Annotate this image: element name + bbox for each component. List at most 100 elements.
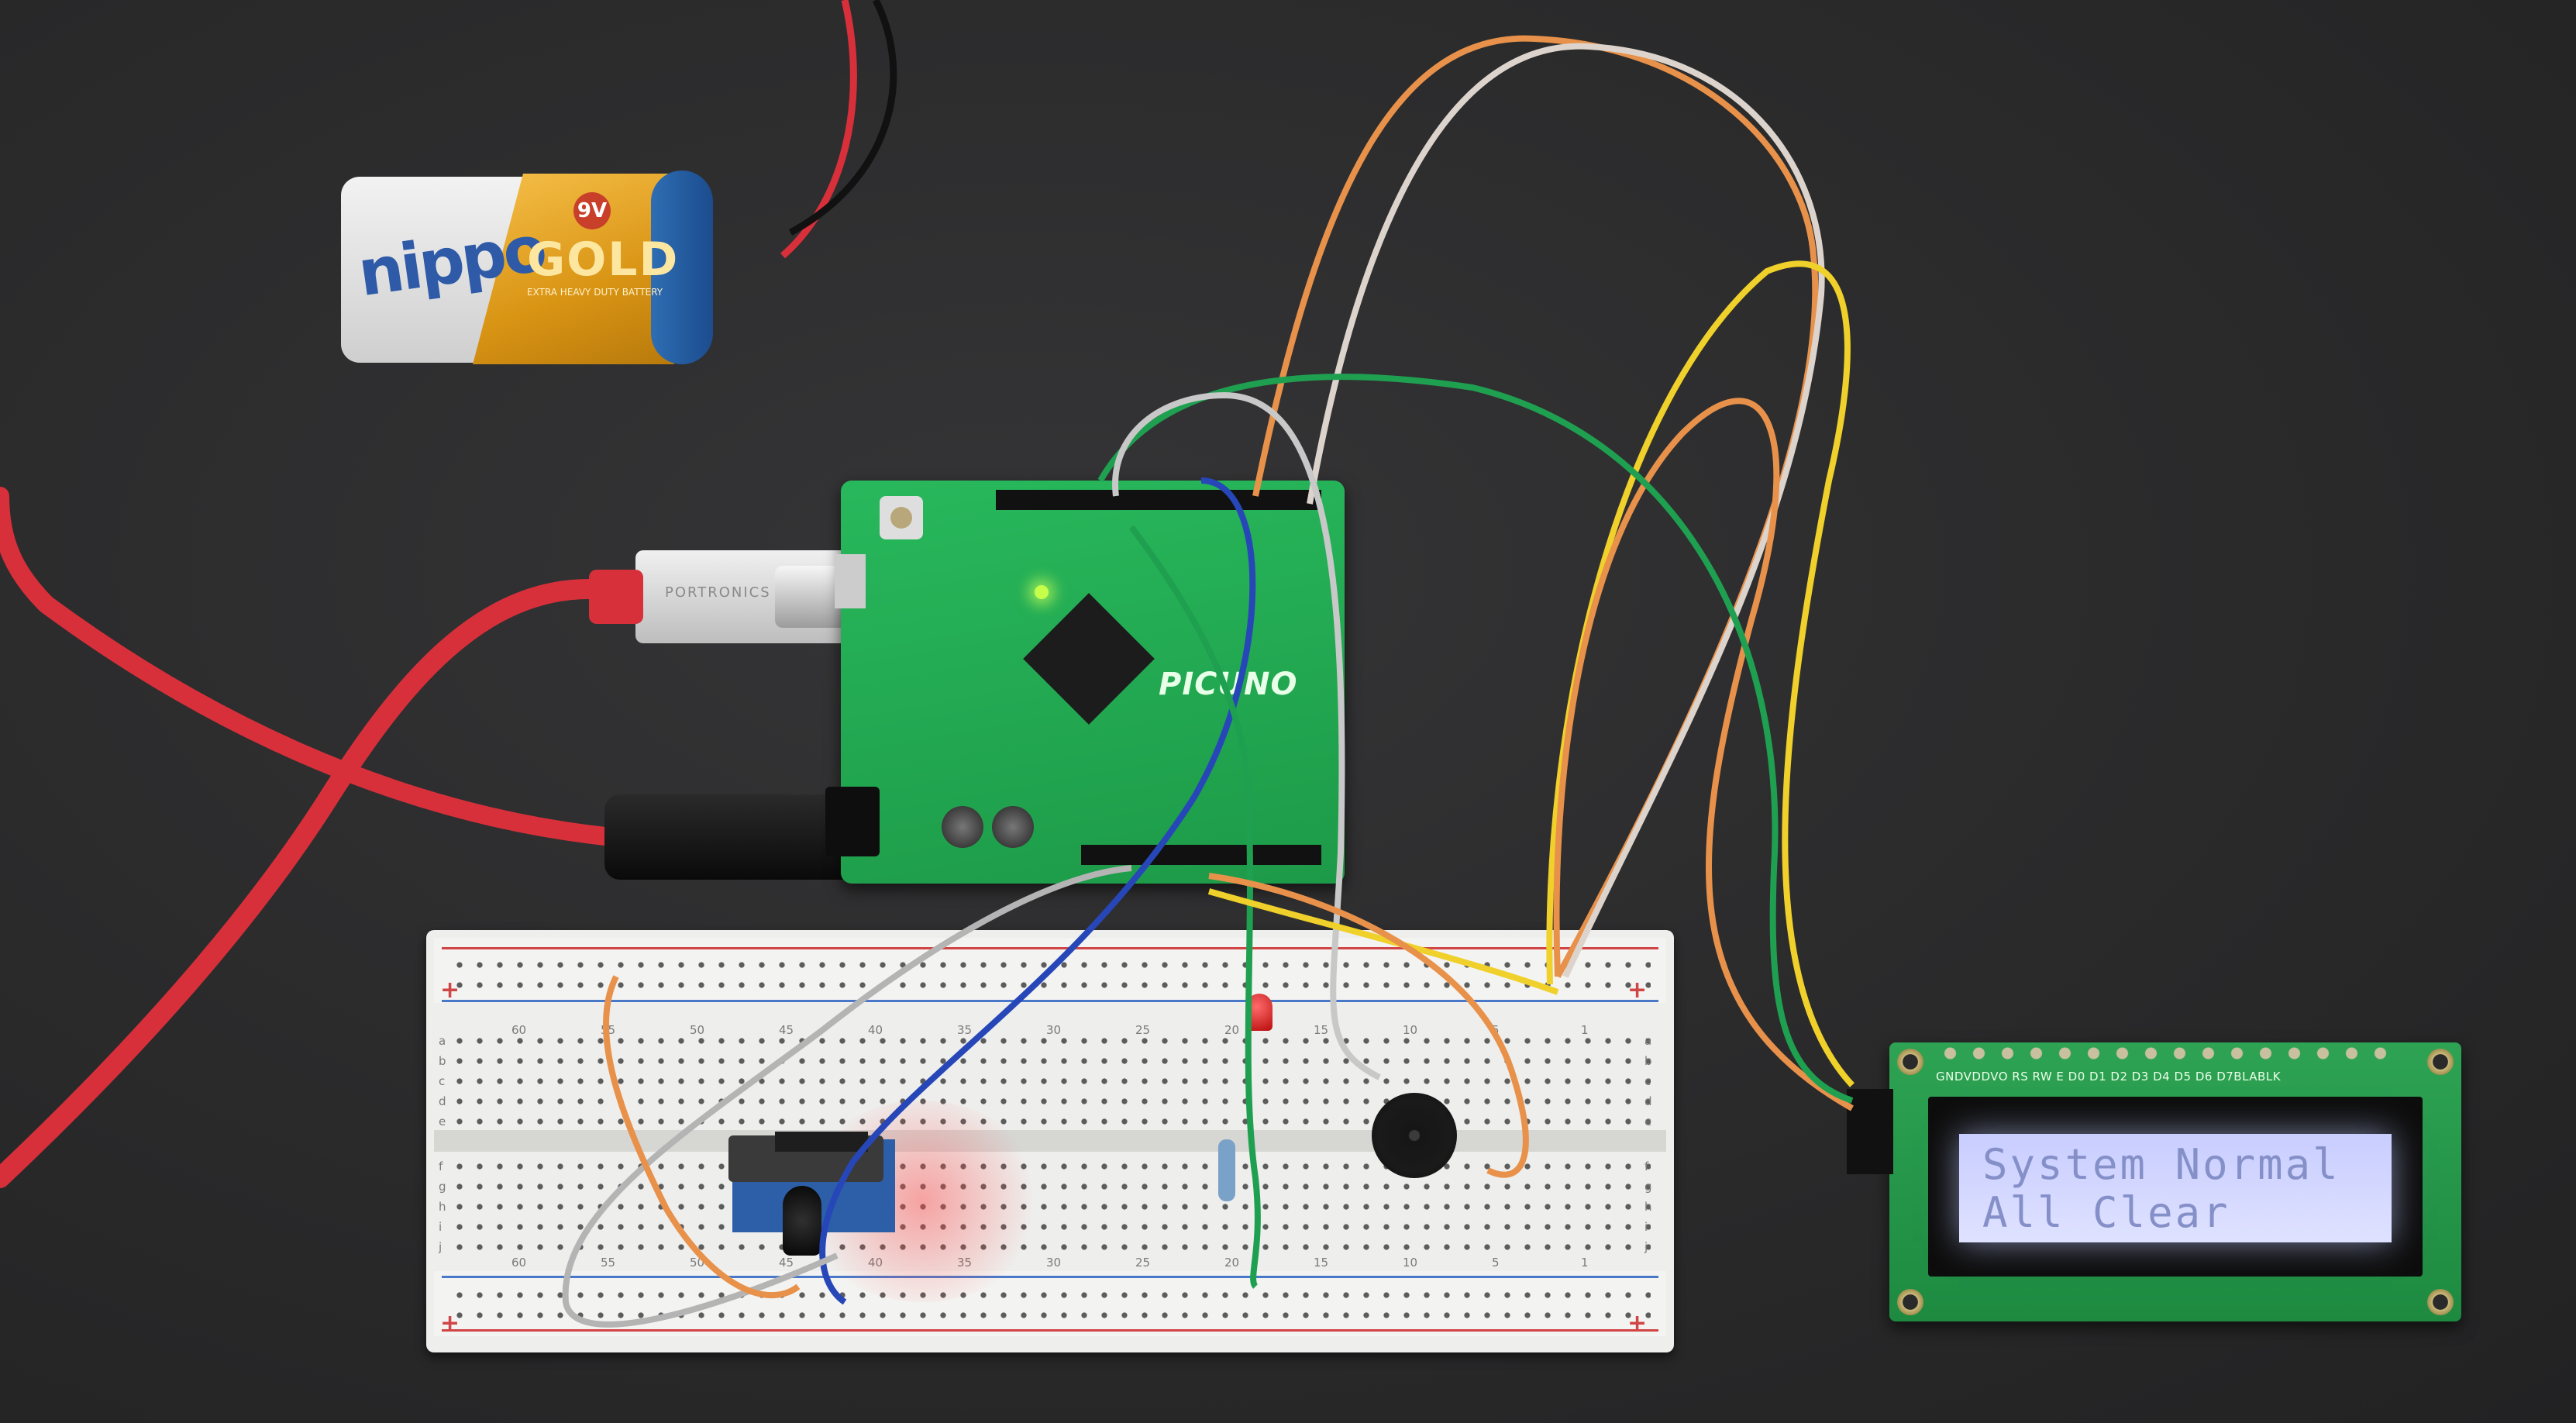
capacitor-2 xyxy=(992,806,1034,848)
mount-hole-bottom-right xyxy=(2427,1289,2454,1315)
column-number: 30 xyxy=(1046,1256,1062,1270)
column-number: 25 xyxy=(1135,1023,1151,1037)
column-number: 40 xyxy=(868,1023,883,1037)
row-letter: h xyxy=(439,1200,446,1214)
row-letter: b xyxy=(1644,1054,1652,1068)
column-number: 25 xyxy=(1135,1256,1151,1270)
top-rail-holes xyxy=(449,955,1651,995)
digital-header xyxy=(996,490,1321,510)
lcd-screen: System Normal All Clear xyxy=(1959,1134,2392,1242)
usb-c-port xyxy=(835,554,866,608)
row-letter: c xyxy=(439,1074,446,1088)
row-letter: f xyxy=(439,1159,443,1173)
resistor xyxy=(1218,1139,1235,1201)
column-number: 15 xyxy=(1314,1256,1329,1270)
lcd-line-1: System Normal xyxy=(1982,1140,2340,1189)
column-number: 45 xyxy=(779,1256,794,1270)
power-analog-header xyxy=(1081,845,1321,865)
bottom-rail-red-line xyxy=(442,1329,1658,1332)
mount-hole-top-right xyxy=(2427,1049,2454,1075)
column-number: 20 xyxy=(1224,1256,1240,1270)
battery-snap-clip xyxy=(651,171,713,364)
capacitor-1 xyxy=(942,806,983,848)
usb-plug-neck xyxy=(589,570,643,624)
battery-tagline: EXTRA HEAVY DUTY BATTERY xyxy=(527,287,663,298)
row-letter: g xyxy=(439,1180,446,1194)
rail-plus-top-left: + xyxy=(440,977,460,1004)
rail-plus-bottom-left: + xyxy=(440,1310,460,1337)
blue-wire xyxy=(819,477,1256,1305)
lcd-line-2: All Clear xyxy=(1982,1188,2230,1237)
row-letter: h xyxy=(1644,1200,1652,1214)
top-rail-blue-line xyxy=(442,1000,1658,1002)
row-letter: e xyxy=(1644,1115,1652,1128)
column-number: 55 xyxy=(601,1256,616,1270)
row-letter: c xyxy=(1644,1074,1651,1088)
sensor-module-pins xyxy=(775,1132,868,1152)
orange-wire-buzzer xyxy=(1208,873,1529,1178)
column-number: 30 xyxy=(1046,1023,1062,1037)
gray-wire-sensor xyxy=(1112,391,1381,1080)
battery-black-wire xyxy=(788,0,897,236)
row-letter: g xyxy=(1644,1180,1652,1194)
column-number: 35 xyxy=(957,1256,972,1270)
buzzer xyxy=(1372,1093,1457,1178)
usb-plug-brand: PORTRONICS xyxy=(665,584,771,601)
battery-label: GOLD xyxy=(527,233,680,287)
nine-volt-battery: nippo 9V GOLD EXTRA HEAVY DUTY BATTERY xyxy=(341,171,713,372)
picuno-board: PICUNO xyxy=(825,481,1345,884)
top-rail-red-line xyxy=(442,947,1658,949)
usb-c-plug: PORTRONICS xyxy=(589,550,852,643)
row-letter: a xyxy=(1644,1034,1652,1048)
column-number: 1 xyxy=(1581,1023,1589,1037)
column-number: 60 xyxy=(511,1023,527,1037)
rail-plus-bottom-right: + xyxy=(1627,1310,1648,1337)
row-letter: b xyxy=(439,1054,446,1068)
column-number: 50 xyxy=(690,1023,705,1037)
mount-hole-bottom-left xyxy=(1897,1289,1923,1315)
battery-red-wire xyxy=(780,0,857,259)
lcd-pin-labels: GNDVDDVO RS RW E D0 D1 D2 D3 D4 D5 D6 D7… xyxy=(1936,1070,2282,1084)
column-number: 10 xyxy=(1403,1023,1418,1037)
orange-wire-lcd xyxy=(1553,398,1854,1111)
reset-button xyxy=(880,496,923,539)
lcd-wire-connector xyxy=(1847,1089,1893,1174)
gray-wire-long xyxy=(562,865,1132,1328)
bottom-rail-blue-line xyxy=(442,1276,1658,1278)
row-letter: i xyxy=(439,1220,443,1234)
column-number: 10 xyxy=(1403,1256,1418,1270)
column-number: 5 xyxy=(1492,1256,1500,1270)
column-number: 40 xyxy=(868,1256,883,1270)
battery-voltage-badge: 9V xyxy=(573,192,611,229)
dc-cable xyxy=(0,487,622,846)
mount-hole-top-left xyxy=(1897,1049,1923,1075)
dc-jack xyxy=(825,787,880,856)
usb-cable xyxy=(0,579,599,1188)
row-letter: d xyxy=(439,1094,446,1108)
row-letter: j xyxy=(1644,1240,1648,1254)
lcd-module: GNDVDDVO RS RW E D0 D1 D2 D3 D4 D5 D6 D7… xyxy=(1847,1042,2461,1321)
row-letter: f xyxy=(1644,1159,1649,1173)
row-letter: d xyxy=(1644,1094,1652,1108)
green-wire-loop xyxy=(1097,374,1854,1104)
column-number: 15 xyxy=(1314,1023,1329,1037)
column-number: 45 xyxy=(779,1023,794,1037)
orange-wire-rail xyxy=(602,975,801,1299)
white-wire-top-loop xyxy=(1307,43,1825,978)
column-number: 1 xyxy=(1581,1256,1589,1270)
green-wire-led xyxy=(1128,525,1261,1289)
yellow-wire-board xyxy=(1207,888,1559,995)
ir-receiver xyxy=(783,1186,821,1256)
row-letter: i xyxy=(1644,1220,1648,1234)
lcd-header-pins xyxy=(1936,1042,2401,1064)
column-number: 20 xyxy=(1224,1023,1240,1037)
row-letter: j xyxy=(439,1240,443,1254)
row-letter: a xyxy=(439,1034,446,1048)
power-led xyxy=(1035,585,1049,599)
column-number: 60 xyxy=(511,1256,527,1270)
rail-plus-top-right: + xyxy=(1627,977,1648,1004)
row-letter: e xyxy=(439,1115,446,1128)
column-number: 35 xyxy=(957,1023,973,1037)
